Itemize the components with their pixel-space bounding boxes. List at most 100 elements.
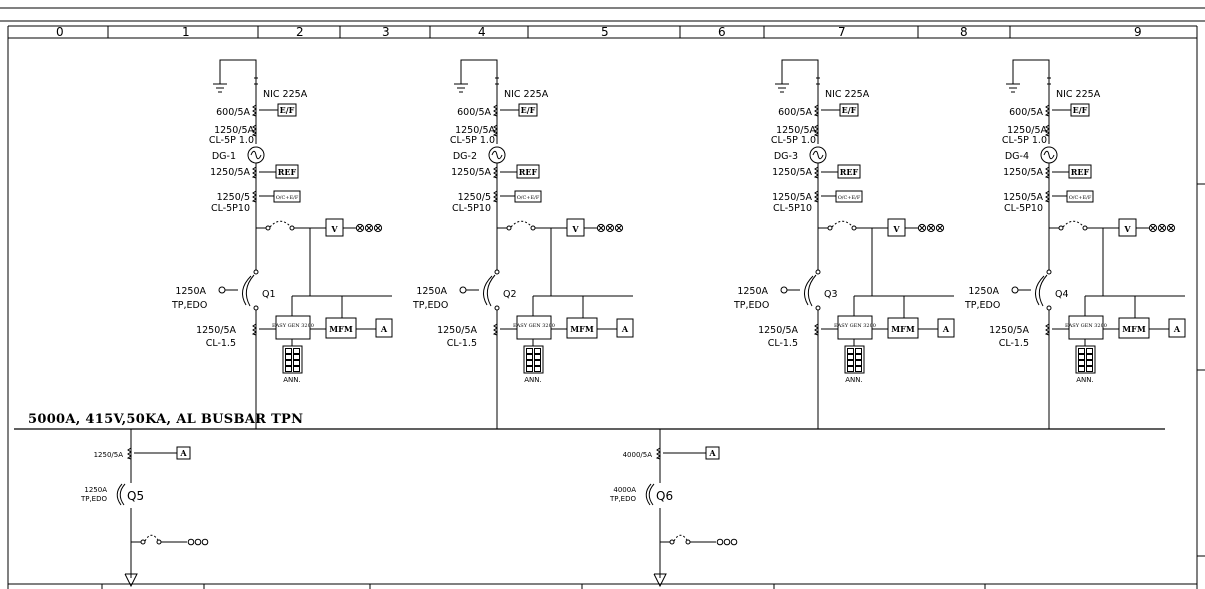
lamp-cross [919,225,925,231]
annunciator-window [1078,360,1085,366]
voltmeter-label: V [330,224,338,234]
oc-relay-label: O/C+E/F [1069,195,1092,201]
annunciator-window [1078,366,1085,372]
lamp-cross [607,225,613,231]
ref-ct-label: 1250/5A [1003,167,1043,178]
voltmeter-label: V [571,224,579,234]
ef-relay-box [518,103,538,117]
breaker-rating: 1250A [737,286,768,297]
feeder-ct-label: 1250/5A [94,451,124,459]
breaker-arc [482,275,493,306]
controller-box [837,315,873,340]
breaker-contact [494,305,500,311]
generator-name: DG-2 [453,151,477,162]
mfm-label: MFM [329,324,353,334]
breaker-contact [1046,305,1052,311]
ref-relay-label: REF [519,167,538,177]
isolator-contact [1082,225,1088,231]
ct-coil-icon [492,124,498,137]
indicator-lamp-icon [194,538,202,546]
breaker-arc [807,274,817,307]
generator-name: DG-1 [212,151,236,162]
ef-relay-label: E/F [1073,105,1088,115]
ammeter-label: A [942,324,950,334]
isolator-contact [156,539,162,545]
controller-label: EASY GEN 3200 [834,323,876,329]
isolator-blade [144,534,159,542]
breaker-name: Q2 [503,289,517,300]
annunciator-label: ANN. [845,376,863,384]
indicator-lamp-icon [605,223,615,233]
voltmeter-label: V [892,224,900,234]
neutral-ct-label: NIC 225A [825,89,870,100]
annunciator-box [1075,345,1096,374]
ammeter-box [1168,318,1186,338]
annunciator-window [534,366,541,372]
busbar-label: 5000A, 415V,50KA, AL BUSBAR TPN [28,412,303,427]
oc-ct-label: 1250/5A [1003,192,1043,203]
breaker-arc [803,275,814,306]
mfm-label: MFM [1122,324,1146,334]
breaker-contact [253,305,259,311]
isolator-blade [831,220,853,228]
annunciator-label: ANN. [283,376,301,384]
oc-ct-label: 1250/5 [217,192,250,203]
breaker-arc [245,274,255,307]
diff-ct-class-label: CL-5P 1.0 [450,135,495,146]
breaker-arc [119,483,126,506]
indicator-lamp-icon [935,223,945,233]
annunciator-window [847,354,854,360]
annunciator-window [855,360,862,366]
indicator-lamp-icon [926,223,936,233]
busbar: 5000A, 415V,50KA, AL BUSBAR TPN [14,412,1165,430]
ct-coil-icon [492,323,498,336]
annunciator-window [1078,348,1085,354]
column-label: 5 [601,25,609,39]
ct-coil-icon [492,166,498,179]
ref-relay-label: REF [1071,167,1090,177]
annunciator-window [285,354,292,360]
ref-relay-box [837,164,861,179]
ref-relay-label: REF [278,167,297,177]
annunciator-window [293,366,300,372]
neutral-ct-label: NIC 225A [263,89,308,100]
breaker-rating: 1250A [175,286,206,297]
ef-relay-box [277,103,297,117]
mfm-box [325,317,357,339]
mfm-box [566,317,598,339]
ct-coil-icon [251,104,257,117]
indicator-lamp-icon [716,538,724,546]
isolator-contact [851,225,857,231]
ct-coil-icon [251,124,257,137]
diff-ct-class-label: CL-5P 1.0 [209,135,254,146]
ct-coil-icon [492,104,498,117]
ref-relay-label: REF [840,167,859,177]
annunciator-window [847,360,854,366]
isolator-blade [1062,220,1084,228]
annunciator-window [1086,348,1093,354]
breaker-contact [253,269,259,275]
indicator-lamp-icon [723,538,731,546]
oc-relay-label: O/C+E/F [517,195,540,201]
indicator-lamp-icon [187,538,195,546]
ct-coil-icon [126,447,132,460]
diff-ct-label: 1250/5A [776,125,816,136]
annunciator-window [847,348,854,354]
oc-ct-class-label: CL-5P10 [773,203,812,214]
annunciator-window [855,348,862,354]
ammeter-label: A [1173,324,1181,334]
column-label: 8 [960,25,968,39]
ref-ct-label: 1250/5A [451,167,491,178]
indicator-lamp-icon [614,223,624,233]
isolator-contact [530,225,536,231]
lamp-cross [616,225,622,231]
breaker-type: TP,EDO [964,300,1000,311]
indicator-lamp-icon [373,223,383,233]
generator-wave [1043,150,1055,160]
annunciator-window [1086,360,1093,366]
indicator-lamp-icon [1148,223,1158,233]
indicator-lamp-icon [355,223,365,233]
